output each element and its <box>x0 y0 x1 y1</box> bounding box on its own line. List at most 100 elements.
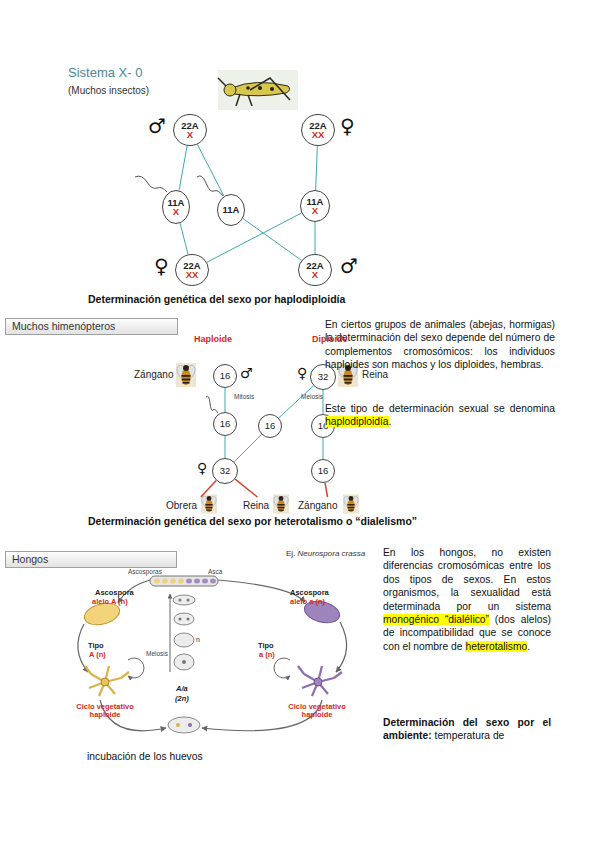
fungus-life-cycle <box>182 660 186 664</box>
connector-line <box>225 388 226 412</box>
cell-outline <box>218 195 245 226</box>
bee-caste: Obrera <box>164 497 222 514</box>
node-text: 16 <box>220 371 231 381</box>
node-text: Zángano <box>298 501 337 511</box>
node-text: 16 <box>265 421 276 431</box>
allele-label: A (n) <box>89 651 106 660</box>
bee-image <box>200 494 218 513</box>
cell-outline <box>299 255 332 286</box>
fungus-life-cycle <box>85 666 129 696</box>
text-block: En ciertos grupos de animales (abejas, h… <box>325 318 555 372</box>
sperm-tail <box>206 396 218 413</box>
fungus-life-cycle <box>78 624 88 672</box>
section-tab: Muchos himenópteros <box>5 318 178 335</box>
fungus-life-cycle <box>336 622 347 672</box>
structure-label: Ascospora <box>290 589 329 598</box>
node-text: X <box>312 270 318 280</box>
mating-type-label: Tipo <box>258 642 274 651</box>
cell-outline <box>312 460 335 483</box>
cell-outline <box>259 415 282 438</box>
chromosome-cell: 22AX <box>298 254 332 286</box>
bee-image <box>272 494 290 513</box>
connector-line <box>279 386 314 418</box>
structure-label: Ascosporas <box>128 568 162 575</box>
allele-label: alelo A (n) <box>92 598 128 607</box>
sex-symbol: ♀ <box>154 256 169 276</box>
node-text: 11A <box>307 197 324 207</box>
text-block: Ej. Neurospora crassa <box>286 547 381 560</box>
fungus-life-cycle <box>128 658 144 678</box>
highlighted-term: heterotalismo <box>465 641 527 652</box>
section-heading: Determinación genética del sexo por hete… <box>88 515 417 527</box>
text-block: En los hongos, no existen diferencias cr… <box>383 546 551 653</box>
fungus-life-cycle <box>173 595 195 605</box>
process-label: Meiosis <box>301 393 323 400</box>
node-text: Hongos <box>12 554 48 565</box>
cell-outline <box>214 365 237 388</box>
connector-line <box>180 223 188 254</box>
section-tab: Hongos <box>5 551 177 568</box>
fungus-life-cycle <box>154 579 160 584</box>
fungus-life-cycle <box>188 723 192 727</box>
fungus-life-cycle <box>187 618 190 621</box>
cycle-label: Ciclo vegetativo haploide <box>74 703 136 720</box>
punctuation: . <box>527 641 530 652</box>
bee-caste: Reina <box>241 497 295 514</box>
caste-label: Zángano <box>134 369 173 381</box>
sperm-cell: 11AX <box>162 190 190 224</box>
node-text: 32 <box>318 372 329 382</box>
chromosome-cell: 22AXX <box>175 254 209 286</box>
fungus-life-cycle <box>314 678 322 686</box>
ploidy-label: (2n) <box>175 695 189 704</box>
ploidy-label: Diploide <box>312 334 348 344</box>
fungus-life-cycle <box>187 599 190 602</box>
cell-outline <box>174 115 207 146</box>
paragraph-text: temperatura de <box>435 730 505 741</box>
sex-symbol: ♀ <box>197 461 207 475</box>
node-text: X <box>312 206 318 216</box>
connector-line <box>225 436 226 458</box>
paragraph-text: En ciertos grupos de animales (abejas, h… <box>325 319 555 370</box>
node-text: 16 <box>220 419 231 429</box>
fungus-life-cycle <box>179 599 182 602</box>
sperm-cell: 11A <box>217 194 245 226</box>
node-text: 32 <box>220 466 231 476</box>
sex-symbol: ♂ <box>340 256 358 276</box>
egg-cell: 16 <box>258 414 282 438</box>
grasshopper-image <box>218 78 290 106</box>
process-label: Meiosis <box>146 650 168 657</box>
connector-line <box>323 438 324 459</box>
chromosome-cell: 22AXX <box>301 114 335 146</box>
cell-outline <box>301 191 330 222</box>
connector-line <box>316 146 318 190</box>
fungus-life-cycle <box>274 658 290 678</box>
sperm-cell: 16 <box>213 412 237 436</box>
bee-image <box>342 494 360 513</box>
node-text: Reina <box>243 501 269 511</box>
cell-outline <box>214 413 237 436</box>
bee-image <box>175 363 360 514</box>
node-text: Muchos himenópteros <box>12 321 115 332</box>
chromosome-cell: 16 <box>311 459 335 483</box>
sex-symbol: ♂ <box>240 366 253 380</box>
connector-line <box>179 146 187 191</box>
section-heading: Determinación genética del sexo por hapl… <box>88 293 345 305</box>
node-text: 22A <box>183 261 200 271</box>
punctuation: . <box>389 416 392 427</box>
mating-type-label: Tipo <box>88 642 104 651</box>
cell-outline <box>302 115 335 146</box>
allele-label: a (n) <box>259 651 275 660</box>
paragraph-text: Este tipo de determinación sexual se den… <box>325 403 555 414</box>
fungus-life-cycle <box>170 579 176 584</box>
node-text: 11A <box>223 205 240 215</box>
example-label: Ej. <box>286 549 295 558</box>
sperm-tail <box>135 176 167 192</box>
fungus-life-cycle <box>174 613 194 625</box>
grasshopper-image <box>218 70 298 110</box>
paragraph-text: En los hongos, no existen diferencias cr… <box>383 547 551 612</box>
fungus-life-cycle <box>150 576 218 586</box>
bee-image <box>175 363 197 387</box>
node-text: 22A <box>309 121 326 131</box>
cell-outline <box>213 459 238 484</box>
